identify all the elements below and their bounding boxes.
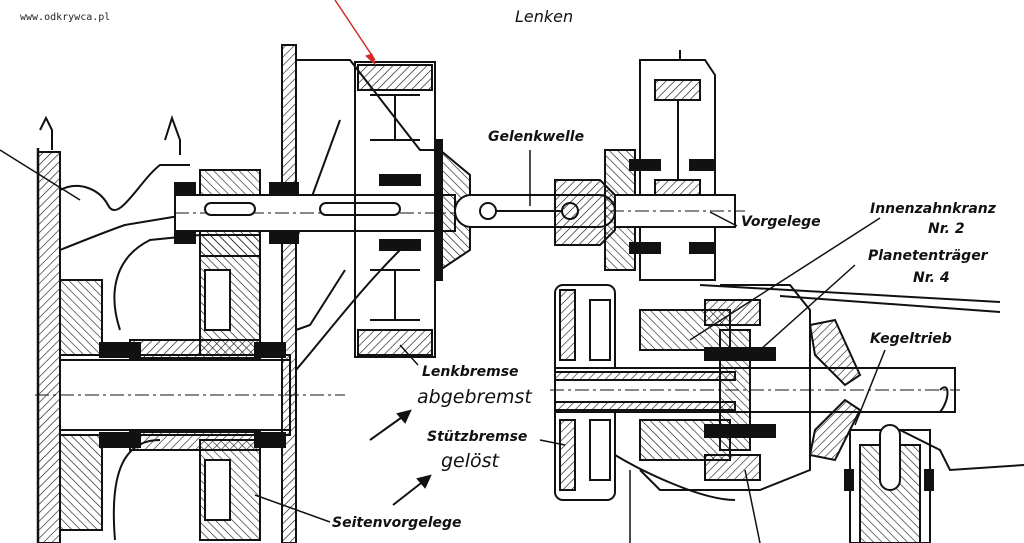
- arrow-abgebremst: [369, 409, 412, 441]
- label-planetentraeger: Planetenträger: [868, 248, 988, 264]
- label-geloest: gelöst: [441, 450, 500, 472]
- red-pointer-arrow: [334, 0, 376, 61]
- label-innenzahnkranz-nr: Nr. 2: [928, 221, 965, 237]
- upper-shaft: [174, 169, 460, 257]
- label-seitenvorgelege: Seitenvorgelege: [332, 515, 462, 531]
- support-brake-drum: [550, 284, 960, 501]
- annotation-arrows: [334, 0, 432, 506]
- right-upper-gear: [604, 50, 745, 281]
- cardan-shaft: [454, 179, 616, 246]
- leader-lines: [254, 150, 886, 523]
- title-lenken: Lenken: [515, 7, 574, 26]
- label-lenkbremse: Lenkbremse: [422, 364, 519, 380]
- bevel-drive: [808, 318, 1024, 543]
- label-kegeltrieb: Kegeltrieb: [870, 331, 952, 347]
- arrow-geloest: [392, 474, 432, 506]
- label-stuetzbremse: Stützbremse: [427, 429, 528, 445]
- label-planetentraeger-nr: Nr. 4: [913, 270, 950, 286]
- watermark: www.odkrywca.pl: [20, 12, 111, 23]
- label-vorgelege: Vorgelege: [741, 214, 821, 230]
- label-gelenkwelle: Gelenkwelle: [488, 129, 585, 145]
- planetary-gear-set: [614, 284, 1001, 501]
- housing-wall: [281, 44, 440, 543]
- label-innenzahnkranz: Innenzahnkranz: [870, 201, 996, 217]
- left-hub-assembly: [35, 114, 345, 543]
- label-abgebremst: abgebremst: [417, 386, 532, 408]
